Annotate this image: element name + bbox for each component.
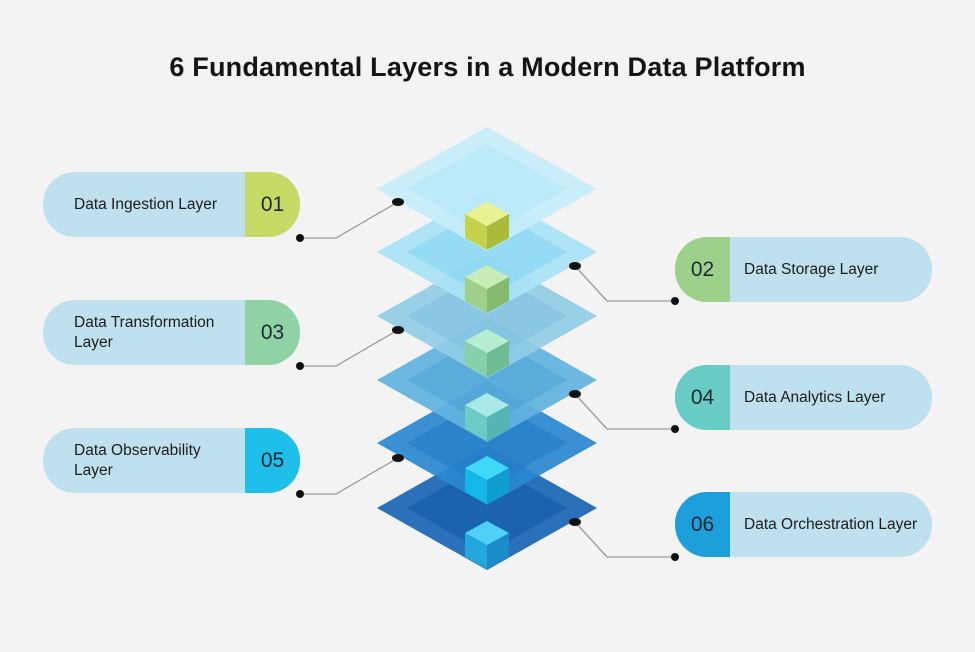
connector-line-06 <box>574 521 675 558</box>
stack-cube-01 <box>465 202 509 250</box>
layer-card-05: Data Observability Layer 05 <box>43 428 300 493</box>
stack-layer-04 <box>377 318 597 442</box>
layer-label-05: Data Observability Layer <box>74 441 201 479</box>
connector-dot-stack-02 <box>569 262 581 270</box>
connector-dot-card-01 <box>296 234 304 242</box>
layer-label-03: Data Transformation Layer <box>74 313 215 351</box>
connector-dot-stack-05 <box>392 454 404 462</box>
stack-cube-06 <box>465 521 509 569</box>
stack-cube-02 <box>465 265 509 313</box>
layer-label-01: Data Ingestion Layer <box>74 195 218 213</box>
connector-dot-stack-03 <box>392 326 404 334</box>
connector-line-05 <box>300 457 399 495</box>
layer-label-04: Data Analytics Layer <box>744 388 886 406</box>
page-title: 6 Fundamental Layers in a Modern Data Pl… <box>169 52 806 82</box>
layer-card-02: 02 Data Storage Layer <box>675 237 932 302</box>
layer-number-05: 05 <box>245 428 300 493</box>
stack-cube-04 <box>465 393 509 441</box>
layer-card-06: 06 Data Orchestration Layer <box>675 492 932 557</box>
stack-layer-03 <box>377 254 597 378</box>
layer-card-01: Data Ingestion Layer 01 <box>43 172 300 237</box>
connector-dot-card-05 <box>296 490 304 498</box>
connector-lines <box>300 201 675 558</box>
layer-stack <box>377 127 597 570</box>
connector-dot-stack-06 <box>569 518 581 526</box>
connector-dots <box>296 198 679 561</box>
layer-card-04: 04 Data Analytics Layer <box>675 365 932 430</box>
connector-line-01 <box>300 201 399 239</box>
layer-number-06: 06 <box>675 492 730 557</box>
stack-layer-06 <box>377 446 597 570</box>
connector-dot-stack-01 <box>392 198 404 206</box>
stack-layer-02 <box>377 190 597 314</box>
layer-number-04: 04 <box>675 365 730 430</box>
stack-cube-05 <box>465 456 509 504</box>
layer-label-06: Data Orchestration Layer <box>744 515 918 533</box>
layer-number-03: 03 <box>245 300 300 365</box>
stack-layer-05 <box>377 381 597 505</box>
layer-number-02: 02 <box>675 237 730 302</box>
layer-card-03: Data Transformation Layer 03 <box>43 300 300 365</box>
layer-number-01: 01 <box>245 172 300 237</box>
layer-label-02: Data Storage Layer <box>744 260 879 278</box>
stack-cube-03 <box>465 329 509 377</box>
connector-line-04 <box>574 393 675 430</box>
connector-dot-card-02 <box>671 297 679 305</box>
connector-line-03 <box>300 329 399 367</box>
connector-dot-card-03 <box>296 362 304 370</box>
connector-dot-card-04 <box>671 425 679 433</box>
connector-dot-stack-04 <box>569 390 581 398</box>
connector-dot-card-06 <box>671 553 679 561</box>
connector-line-02 <box>574 265 675 302</box>
stack-layer-01 <box>377 127 597 251</box>
